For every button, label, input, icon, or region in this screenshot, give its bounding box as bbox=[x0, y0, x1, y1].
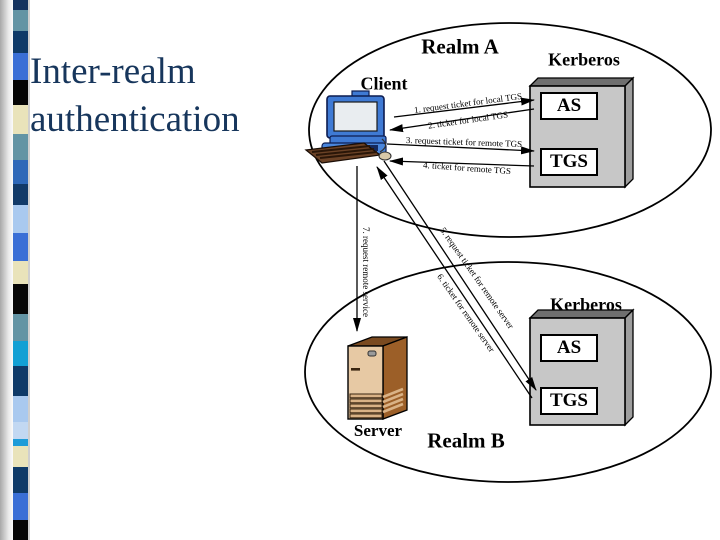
arrow-1-request-local-tgs bbox=[393, 97, 535, 118]
realm-a-ellipse bbox=[308, 22, 712, 238]
strip-tile bbox=[13, 396, 28, 422]
strip-tile bbox=[13, 366, 28, 396]
client-label: Client bbox=[360, 73, 408, 94]
strip-tile bbox=[13, 341, 28, 366]
message-7-label: 7. request remote service bbox=[361, 227, 371, 317]
strip-tile bbox=[13, 422, 28, 439]
strip-tile bbox=[13, 493, 28, 520]
strip-tile bbox=[13, 10, 28, 31]
arrow-3-request-remote-tgs bbox=[386, 143, 535, 155]
strip-tile bbox=[13, 105, 28, 134]
arrow-5-request-remote-server-ticket bbox=[383, 160, 537, 391]
strip-tile bbox=[13, 439, 28, 446]
realm-b-ellipse bbox=[304, 261, 712, 483]
as-box-realm-b: AS bbox=[540, 334, 598, 362]
server-icon bbox=[347, 336, 408, 420]
strip-tile bbox=[13, 446, 28, 467]
tgs-box-realm-b: TGS bbox=[540, 387, 598, 415]
mouse bbox=[378, 151, 392, 161]
strip-tile bbox=[13, 205, 28, 233]
arrow-2-ticket-local-tgs bbox=[389, 108, 535, 133]
realm-a-label: Realm A bbox=[421, 34, 499, 59]
realm-b-label: Realm B bbox=[427, 428, 505, 453]
strip-tile bbox=[13, 134, 28, 160]
strip-tile bbox=[13, 467, 28, 493]
mouse-cable bbox=[379, 138, 387, 153]
slide-edge-shadow bbox=[0, 0, 14, 540]
kerberos-a-label: Kerberos bbox=[548, 49, 620, 70]
strip-tile bbox=[13, 284, 28, 314]
title-line-1: Inter-realm bbox=[30, 51, 196, 92]
server-button bbox=[367, 350, 377, 357]
title-line-2: authentication bbox=[30, 99, 240, 140]
strip-tile bbox=[13, 520, 28, 540]
arrow-6-ticket-remote-server bbox=[376, 166, 533, 399]
strip-tile bbox=[13, 0, 28, 10]
strip-tile bbox=[13, 31, 28, 53]
client-icon bbox=[304, 90, 392, 164]
server-drive-bays bbox=[349, 387, 404, 419]
strip-tile bbox=[13, 53, 28, 80]
tgs-box-realm-a: TGS bbox=[540, 148, 598, 176]
strip-tile bbox=[13, 80, 28, 105]
arrow-4-ticket-remote-tgs bbox=[389, 157, 535, 167]
strip-tile bbox=[13, 160, 28, 184]
mosaic-strip bbox=[13, 0, 30, 540]
as-box-realm-a: AS bbox=[540, 92, 598, 120]
strip-tile bbox=[13, 261, 28, 284]
strip-tile bbox=[13, 233, 28, 261]
strip-tile bbox=[13, 314, 28, 341]
server-label: Server bbox=[353, 421, 403, 440]
strip-tile bbox=[13, 184, 28, 205]
kerberos-b-label: Kerberos bbox=[550, 294, 622, 315]
page-title: Inter-realm authentication bbox=[30, 48, 240, 144]
